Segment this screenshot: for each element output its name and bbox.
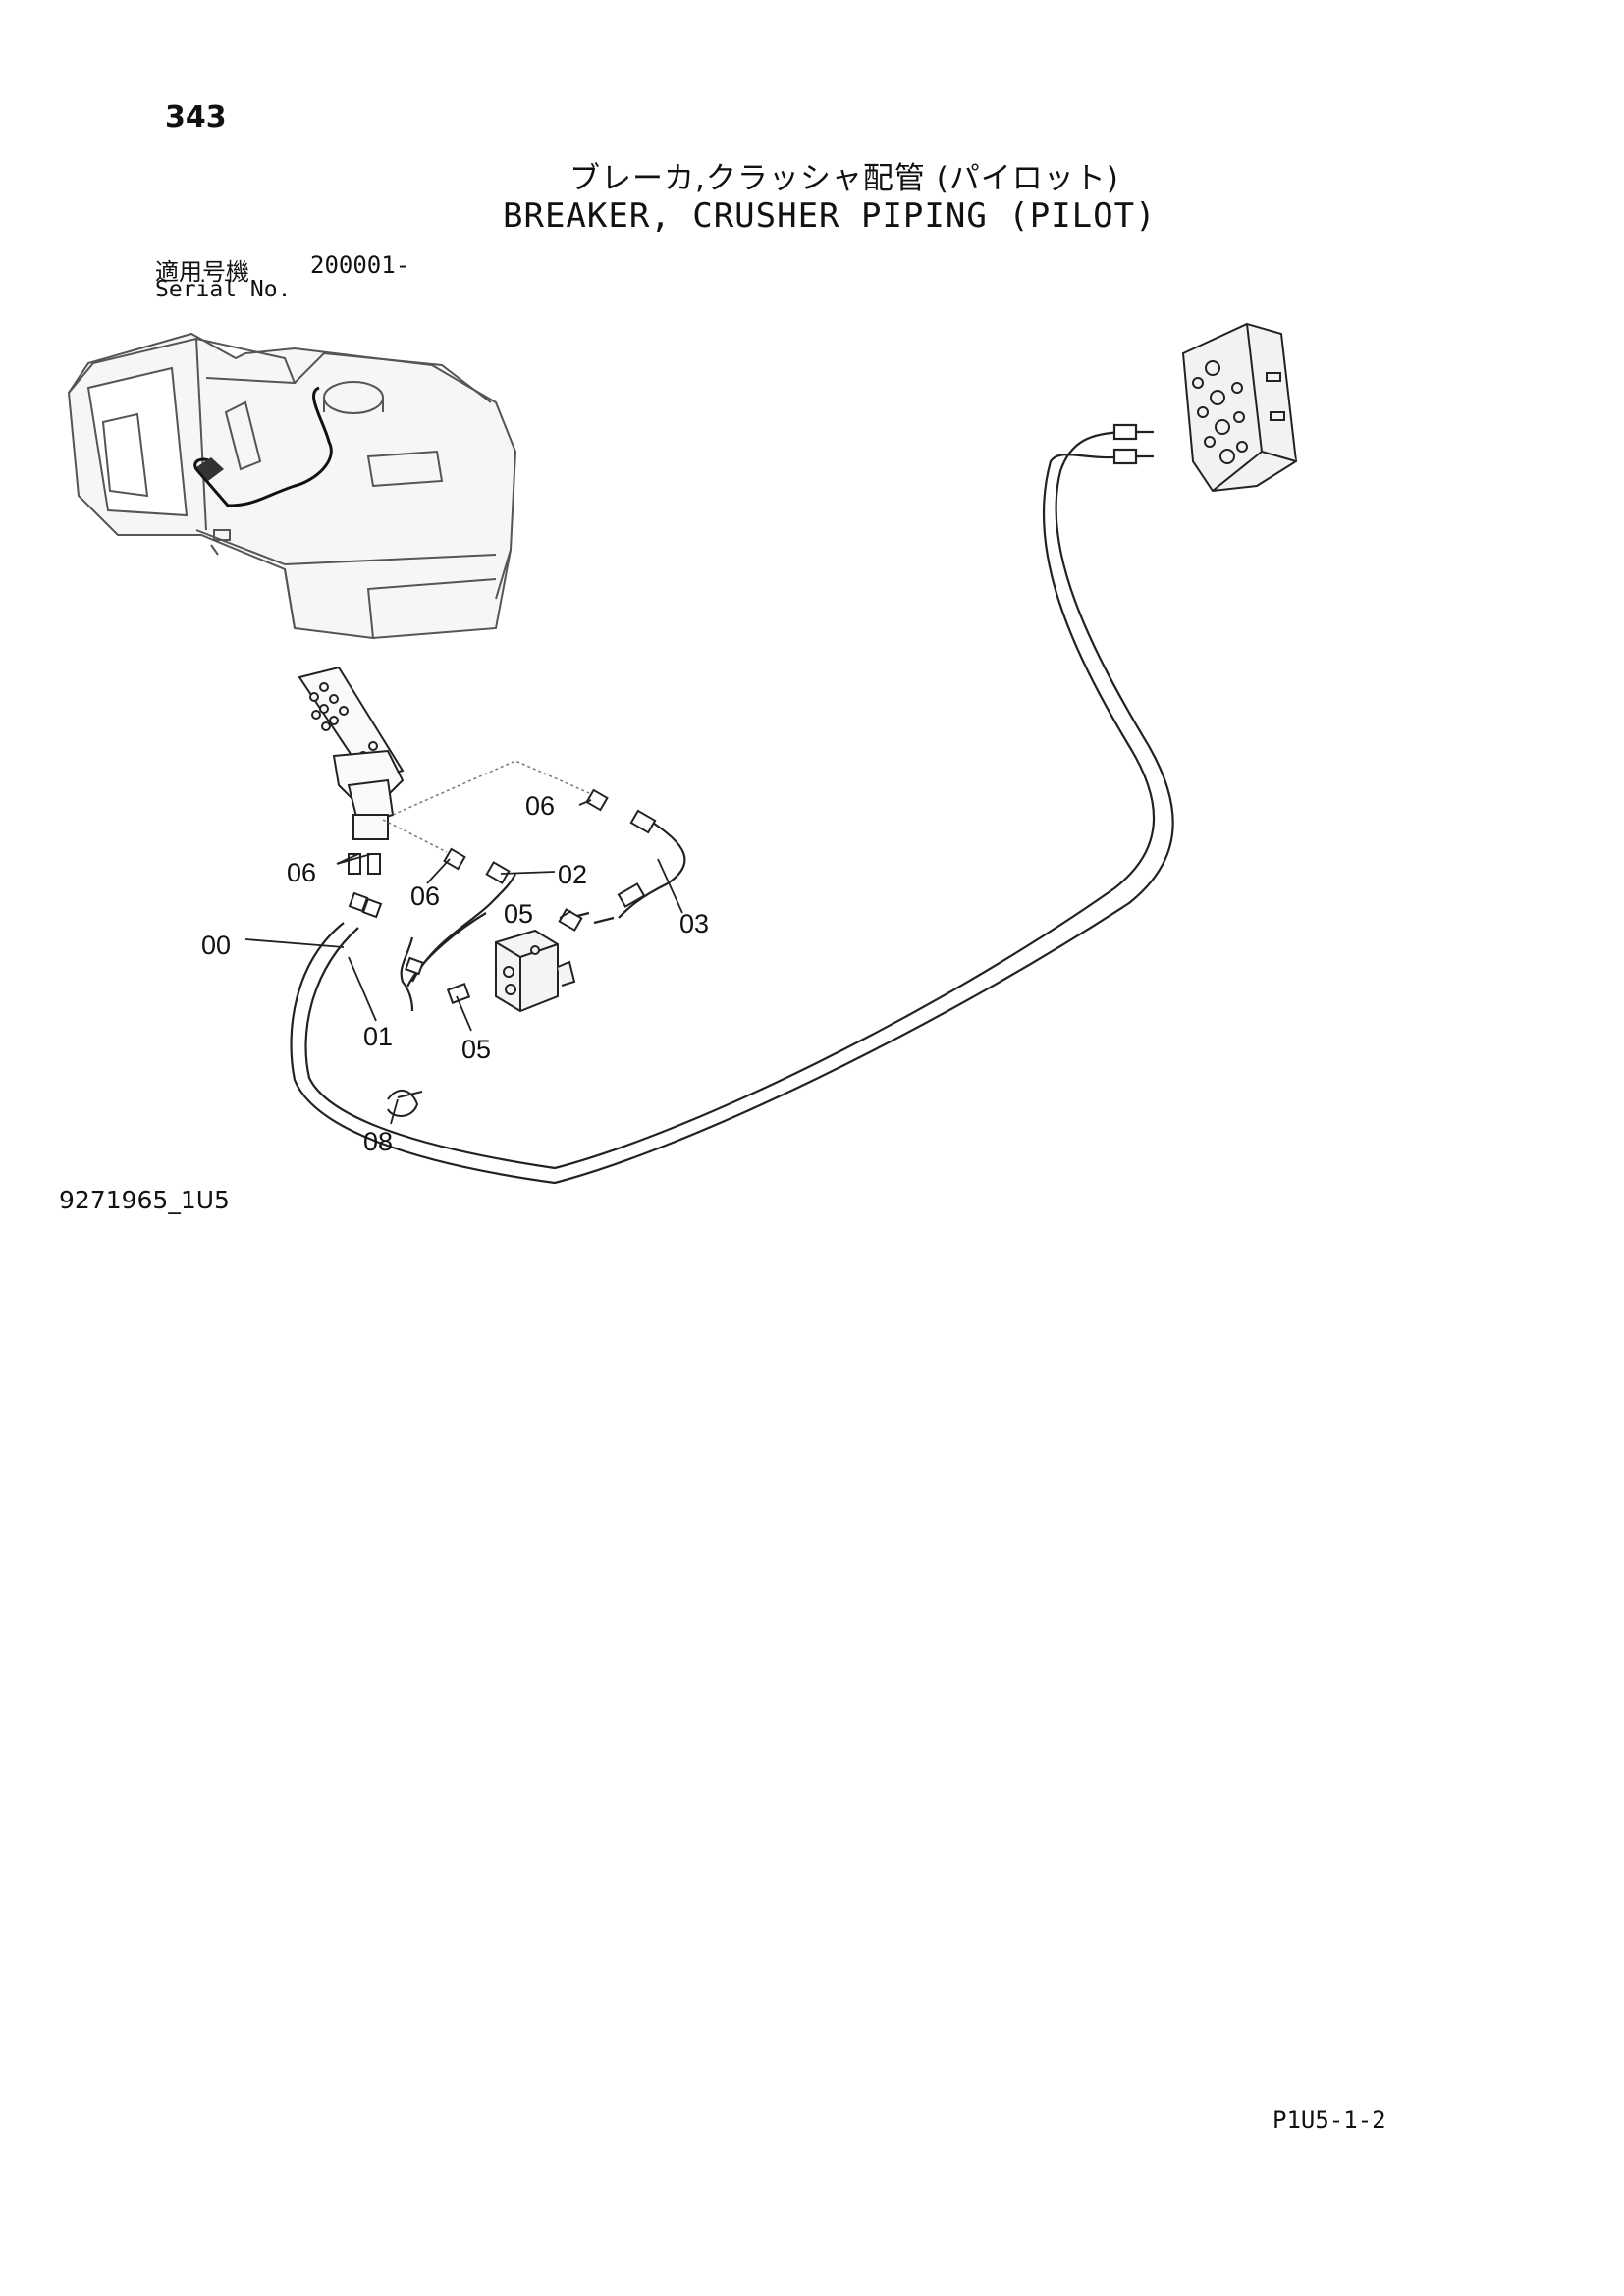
page-code: P1U5-1-2 <box>1272 2107 1386 2134</box>
callout-06-middle: 06 <box>410 881 440 911</box>
page-number: 343 <box>165 100 227 134</box>
callout-03: 03 <box>679 909 709 938</box>
callout-00: 00 <box>201 931 231 960</box>
hose-clamp <box>387 1090 423 1117</box>
callout-01: 01 <box>363 1022 393 1051</box>
serial-label-english: Serial No. <box>155 277 292 302</box>
callout-05-lower: 05 <box>461 1035 491 1064</box>
serial-value: 200001- <box>310 251 410 279</box>
excavator-pilot-line <box>193 386 333 507</box>
callout-06-left: 06 <box>287 858 316 887</box>
callout-06-top: 06 <box>525 791 555 821</box>
solenoid-valve-block <box>495 929 576 1013</box>
serial-label-japanese: 適用号機 <box>155 258 249 286</box>
drawing-number: 9271965_1U5 <box>59 1186 230 1214</box>
piping-diagram: 06 00 01 06 06 02 05 03 05 08 <box>67 322 1298 1185</box>
title-japanese: ブレーカ,クラッシャ配管 (パイロット) <box>569 161 1119 196</box>
title-english: BREAKER, CRUSHER PIPING (PILOT) <box>503 196 1157 236</box>
callout-08: 08 <box>363 1127 393 1156</box>
callout-05-upper: 05 <box>504 899 533 929</box>
fittings <box>348 788 657 1004</box>
pilot-hoses <box>290 423 1174 1185</box>
callout-02: 02 <box>558 860 587 889</box>
leader-lines <box>244 799 683 1125</box>
control-valve <box>1181 322 1298 493</box>
pedal-assembly <box>298 666 405 840</box>
reference-lines <box>382 760 590 853</box>
